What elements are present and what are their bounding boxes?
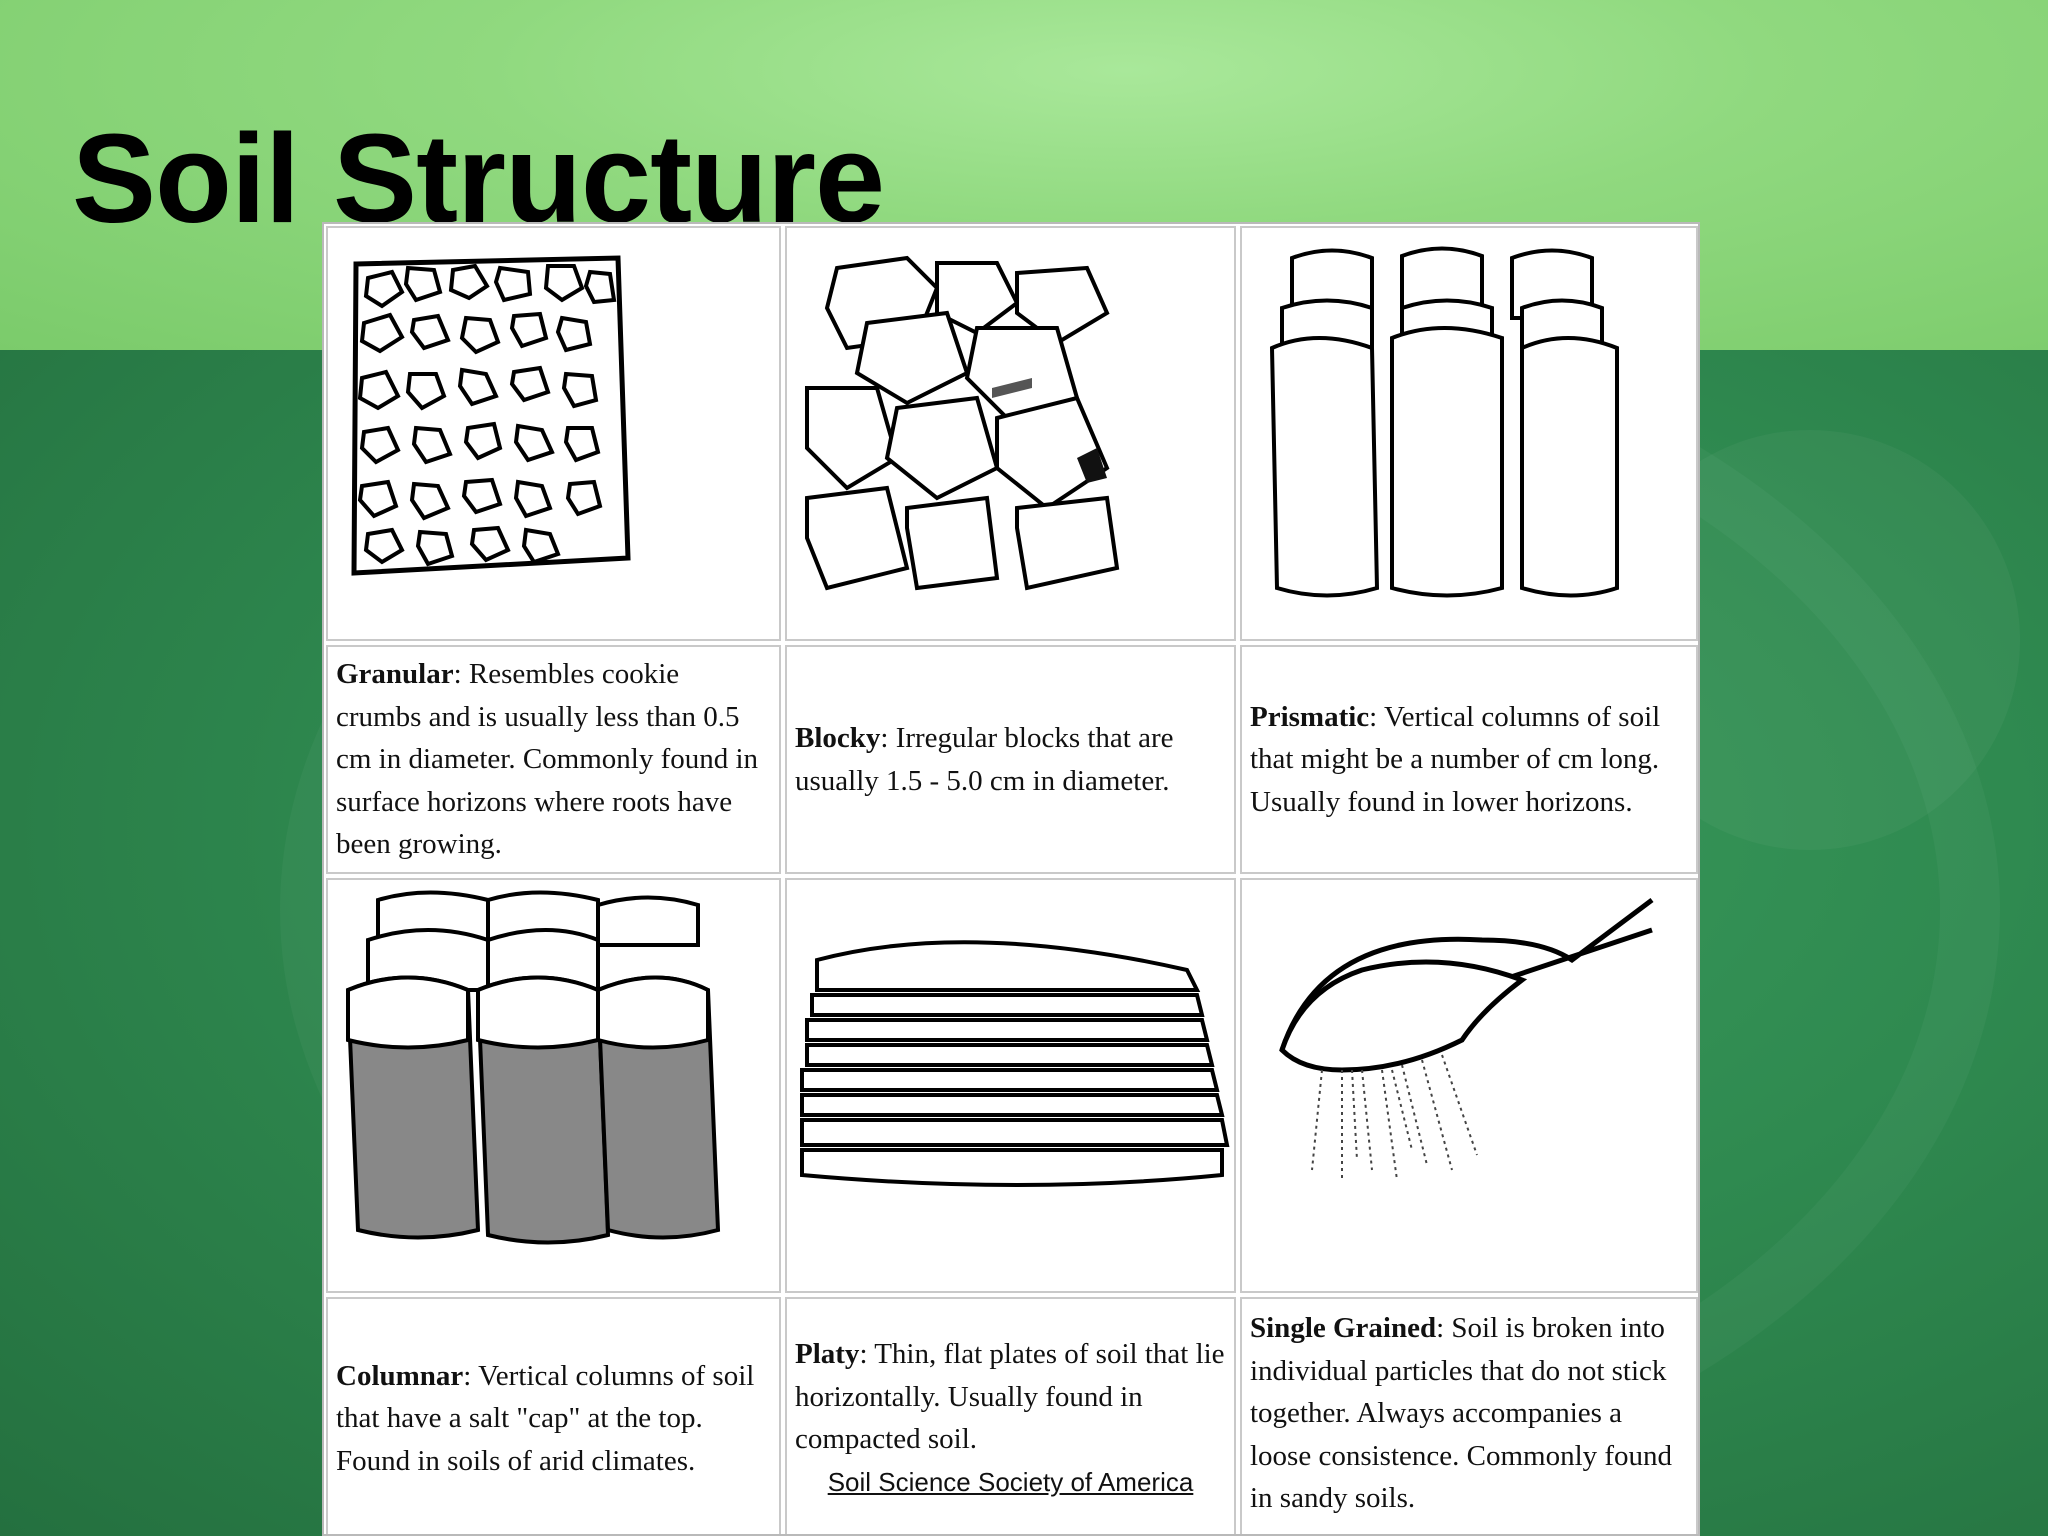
blocky-illustration [805, 255, 1120, 591]
platy-description-cell: Platy: Thin, flat plates of soil that li… [785, 1297, 1236, 1534]
prismatic-image-cell [1240, 226, 1698, 641]
granular-image-cell [326, 226, 781, 641]
prismatic-illustration [1269, 246, 1619, 598]
soil-structure-table: Granular: Resembles cookie crumbs and is… [322, 222, 1700, 1536]
columnar-description: : Vertical columns of soil that have a s… [336, 1359, 755, 1477]
platy-image-cell [785, 878, 1236, 1293]
source-credit-link[interactable]: Soil Science Society of America [827, 1466, 1194, 1497]
columnar-description-cell: Columnar: Vertical columns of soil that … [326, 1297, 781, 1534]
columnar-image-cell [326, 878, 781, 1293]
single-grained-description-cell: Single Grained: Soil is broken into indi… [1240, 1297, 1698, 1534]
blocky-description-cell: Blocky: Irregular blocks that are usuall… [785, 645, 1236, 874]
single-grained-description: : Soil is broken into individual particl… [1250, 1312, 1673, 1514]
prismatic-description-cell: Prismatic: Vertical columns of soil that… [1240, 645, 1698, 874]
platy-label: Platy [795, 1338, 860, 1370]
granular-label: Granular [336, 658, 454, 691]
blocky-label: Blocky [795, 722, 881, 754]
granular-description-cell: Granular: Resembles cookie crumbs and is… [326, 645, 781, 874]
columnar-label: Columnar [336, 1359, 464, 1392]
blocky-description: : Irregular blocks that are usually 1.5 … [795, 722, 1174, 797]
single-grained-illustration [1279, 898, 1654, 1181]
prismatic-label: Prismatic [1250, 700, 1370, 733]
single-grained-label: Single Grained [1250, 1312, 1437, 1344]
single-grained-image-cell [1240, 878, 1698, 1293]
granular-description: : Resembles cookie crumbs and is usually… [336, 658, 759, 861]
granular-illustration [351, 255, 631, 576]
platy-illustration [800, 940, 1230, 1187]
prismatic-description: : Vertical columns of soil that might be… [1250, 700, 1661, 818]
blocky-image-cell [785, 226, 1236, 641]
columnar-illustration [345, 890, 721, 1245]
platy-description: : Thin, flat plates of soil that lie hor… [795, 1338, 1225, 1455]
